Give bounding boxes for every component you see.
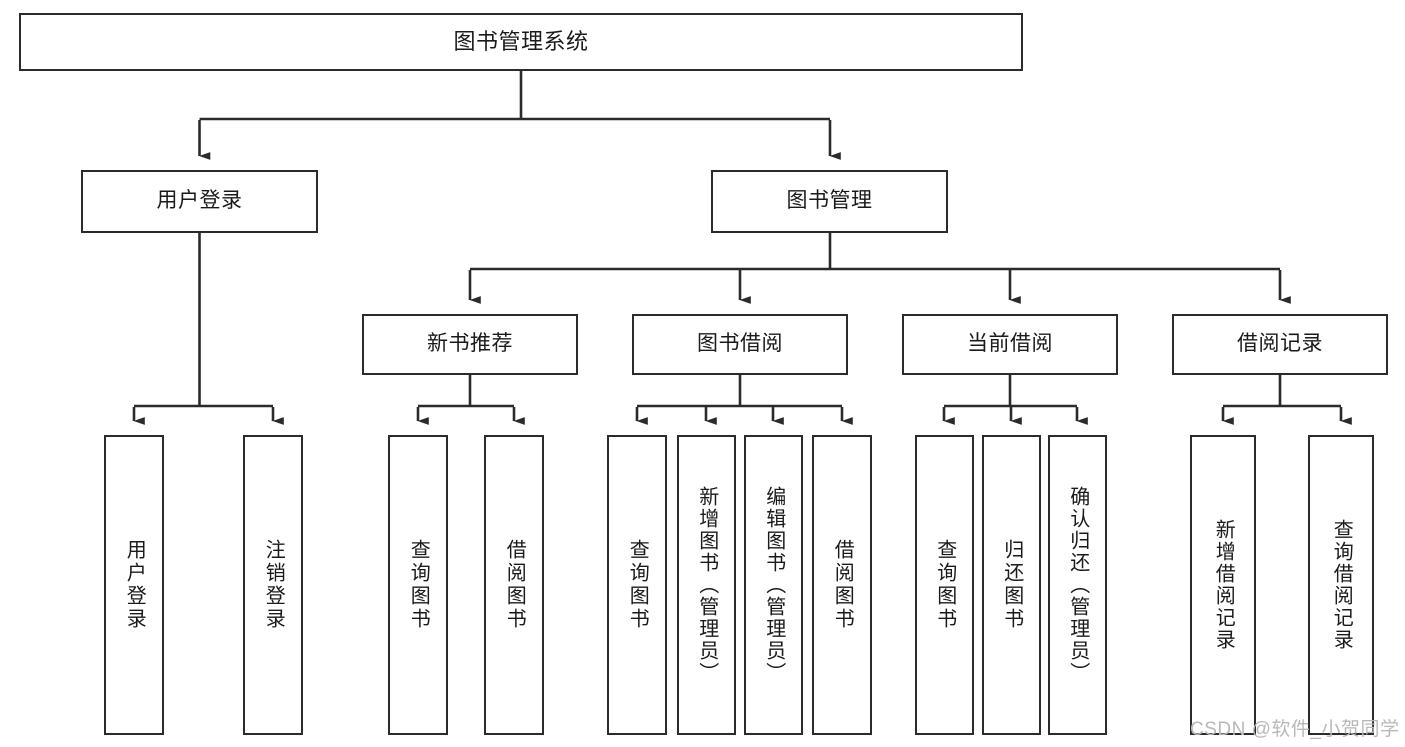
node-leaf-query-book-3-label: 查询图书 <box>933 539 956 631</box>
node-leaf-query-book-2[interactable]: 查询图书 <box>607 435 667 735</box>
node-leaf-edit-book[interactable]: 编辑图书（管理员） <box>744 435 803 735</box>
node-root-label: 图书管理系统 <box>453 29 589 55</box>
node-leaf-user-login[interactable]: 用户登录 <box>104 435 164 735</box>
node-user-login-label: 用户登录 <box>156 189 243 213</box>
node-borrow-record-label: 借阅记录 <box>1237 332 1323 356</box>
node-root[interactable]: 图书管理系统 <box>19 13 1023 71</box>
node-borrow-record[interactable]: 借阅记录 <box>1172 314 1388 375</box>
node-leaf-confirm-return[interactable]: 确认归还（管理员） <box>1048 435 1107 735</box>
node-leaf-confirm-return-label: 确认归还（管理员） <box>1066 486 1089 684</box>
node-book-management-label: 图书管理 <box>786 189 873 213</box>
node-leaf-query-book-3[interactable]: 查询图书 <box>915 435 974 735</box>
node-leaf-add-book[interactable]: 新增图书（管理员） <box>677 435 736 735</box>
node-book-borrow[interactable]: 图书借阅 <box>632 314 848 375</box>
node-current-borrow[interactable]: 当前借阅 <box>902 314 1118 375</box>
node-leaf-query-book-2-label: 查询图书 <box>626 539 649 631</box>
node-leaf-add-book-label: 新增图书（管理员） <box>695 486 718 684</box>
node-book-borrow-label: 图书借阅 <box>697 332 783 356</box>
node-new-book-recommend[interactable]: 新书推荐 <box>362 314 578 375</box>
node-leaf-user-logout[interactable]: 注销登录 <box>243 435 303 735</box>
node-user-login[interactable]: 用户登录 <box>81 170 318 233</box>
node-leaf-borrow-book-2-label: 借阅图书 <box>831 539 854 631</box>
node-leaf-borrow-book-1-label: 借阅图书 <box>503 539 526 631</box>
node-book-management[interactable]: 图书管理 <box>711 170 948 233</box>
node-leaf-edit-book-label: 编辑图书（管理员） <box>762 486 785 684</box>
node-leaf-query-record-label: 查询借阅记录 <box>1330 519 1353 651</box>
node-current-borrow-label: 当前借阅 <box>967 332 1053 356</box>
node-leaf-add-record[interactable]: 新增借阅记录 <box>1190 435 1256 735</box>
node-leaf-add-record-label: 新增借阅记录 <box>1212 519 1235 651</box>
node-leaf-query-book-1[interactable]: 查询图书 <box>388 435 448 735</box>
node-new-book-recommend-label: 新书推荐 <box>427 332 513 356</box>
node-leaf-borrow-book-1[interactable]: 借阅图书 <box>484 435 544 735</box>
csdn-watermark: CSDN @软件_小贺同学 <box>1190 719 1400 740</box>
node-leaf-return-book[interactable]: 归还图书 <box>982 435 1041 735</box>
node-leaf-user-logout-label: 注销登录 <box>262 539 285 631</box>
node-leaf-query-record[interactable]: 查询借阅记录 <box>1308 435 1374 735</box>
node-leaf-query-book-1-label: 查询图书 <box>407 539 430 631</box>
node-leaf-return-book-label: 归还图书 <box>1000 539 1023 631</box>
node-leaf-user-login-label: 用户登录 <box>123 539 146 631</box>
node-leaf-borrow-book-2[interactable]: 借阅图书 <box>812 435 872 735</box>
